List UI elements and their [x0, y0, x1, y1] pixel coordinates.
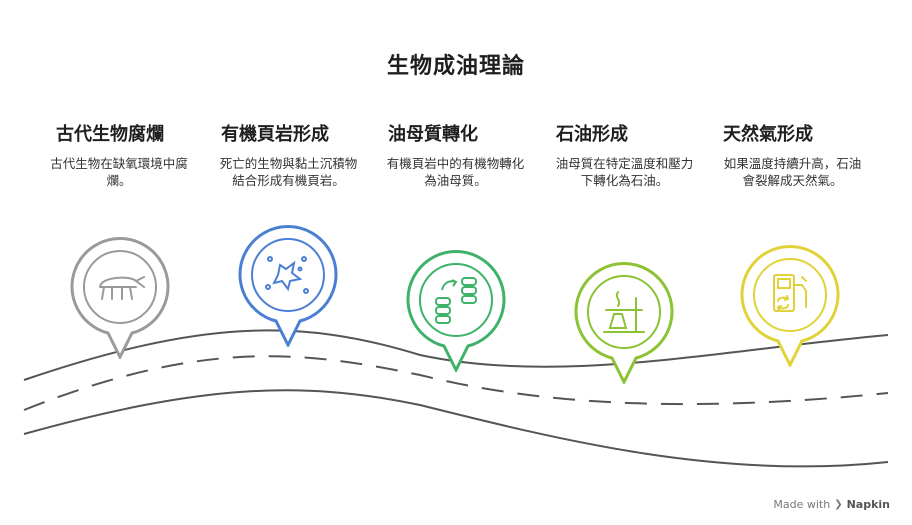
step-5-desc: 如果溫度持續升高，石油會裂解成天然氣。: [723, 156, 862, 188]
gas-pump-icon: [773, 274, 807, 312]
step-2-title: 有機頁岩形成: [221, 124, 329, 145]
step-5-title: 天然氣形成: [723, 124, 813, 145]
step-2-pin: [238, 225, 338, 347]
step-4-desc: 油母質在特定溫度和壓力下轉化為石油。: [555, 156, 694, 188]
stacks-transform-icon: [435, 277, 477, 324]
step-3-pin: [406, 250, 506, 372]
road-top-edge: [23, 329, 889, 381]
step-3-title: 油母質轉化: [388, 124, 478, 145]
footer-prefix: Made with: [773, 498, 831, 511]
step-3-desc: 有機頁岩中的有機物轉化為油母質。: [386, 156, 525, 188]
road-bottom-edge: [23, 389, 889, 468]
diagram-title: 生物成油理論: [386, 54, 525, 79]
step-1-desc: 古代生物在缺氧環境中腐爛。: [50, 156, 188, 188]
splatter-icon: [265, 256, 309, 294]
footer-brand: Napkin: [846, 498, 890, 511]
lab-burner-icon: [603, 291, 645, 333]
beetle-icon: [99, 276, 145, 300]
footer-credit: Made with ❯ Napkin: [773, 498, 890, 511]
step-4-title: 石油形成: [556, 124, 628, 145]
step-4-pin: [574, 262, 674, 384]
road-center-line: [23, 355, 889, 411]
napkin-logo-icon: ❯: [834, 499, 843, 510]
step-1-title: 古代生物腐爛: [56, 124, 164, 145]
step-1-pin: [70, 237, 170, 359]
step-2-desc: 死亡的生物與黏土沉積物結合形成有機頁岩。: [219, 156, 358, 188]
step-5-pin: [740, 245, 840, 367]
